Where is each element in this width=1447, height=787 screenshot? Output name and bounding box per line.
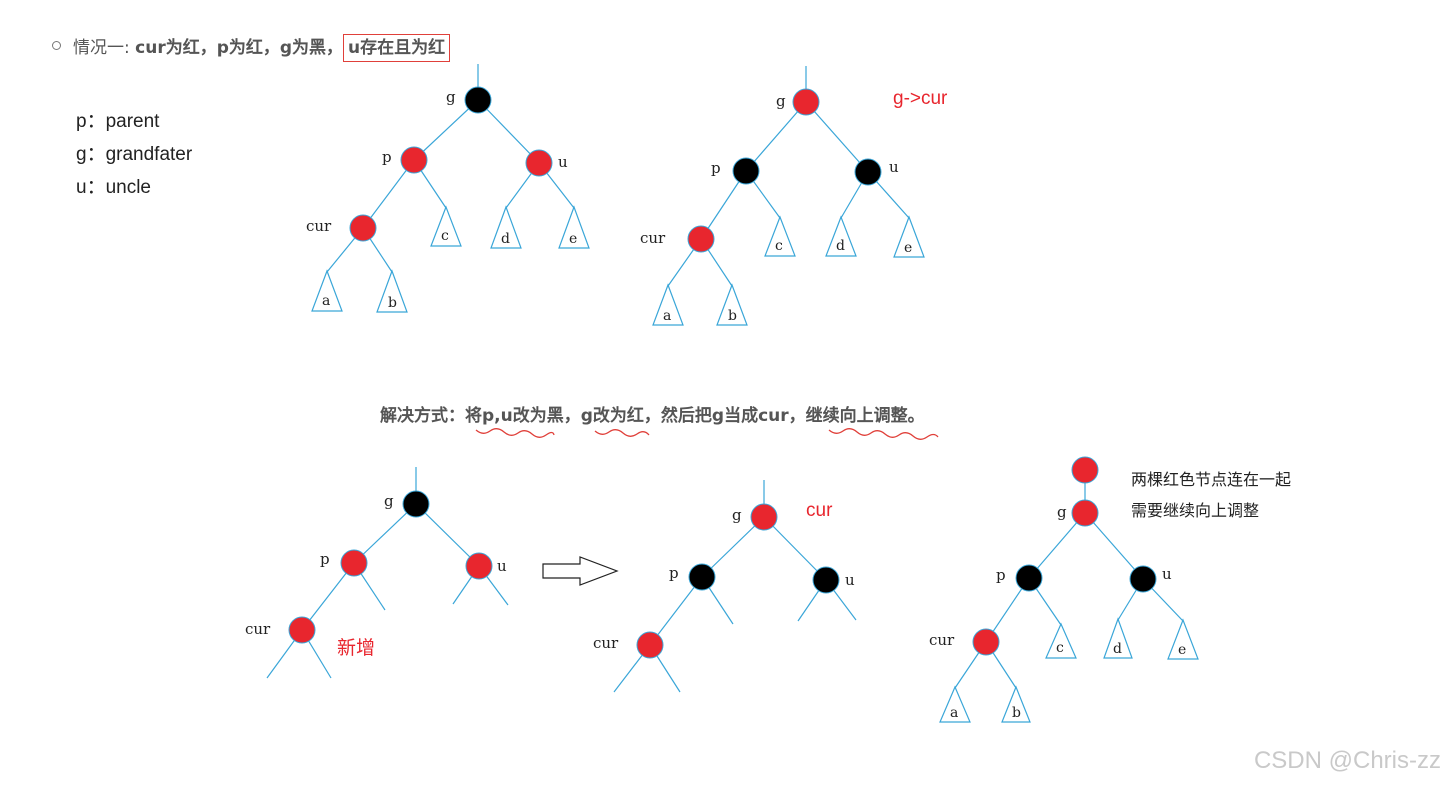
node-cur-red: [636, 631, 664, 659]
label-g: g: [776, 92, 786, 110]
node-u-black: [812, 566, 840, 594]
label-d: d: [836, 238, 845, 254]
watermark: CSDN @Chris-zz: [1253, 747, 1441, 774]
label-c: c: [775, 238, 783, 254]
heading-conditions: cur为红，p为红，g为黑，: [135, 38, 344, 58]
node-cur-red: [687, 225, 715, 253]
legend-grandfather: g：grandfater: [76, 144, 193, 165]
note-merge-line2: 需要继续向上调整: [1131, 501, 1260, 520]
legend-uncle: u：uncle: [76, 177, 151, 198]
label-cur: cur: [640, 229, 666, 247]
label-d: d: [1113, 641, 1122, 657]
label-d: d: [501, 231, 510, 247]
note-cur: cur: [806, 500, 833, 521]
label-g: g: [384, 492, 394, 510]
label-u: u: [558, 153, 568, 171]
label-b: b: [388, 295, 397, 311]
case-heading: 情况一: cur为红，p为红，g为黑，u存在且为红: [52, 33, 451, 62]
solution-underlines: [475, 428, 939, 440]
node-p-black: [1015, 564, 1043, 592]
node-u-red: [465, 552, 493, 580]
transform-arrow-icon: [542, 556, 619, 586]
tree-before: g p u cur c d e a b: [306, 64, 590, 313]
label-u: u: [889, 158, 899, 176]
label-e: e: [1178, 642, 1186, 658]
label-cur: cur: [306, 217, 332, 235]
note-merge-line1: 两棵红色节点连在一起: [1131, 470, 1292, 489]
node-g-black: [402, 490, 430, 518]
label-c: c: [1056, 640, 1064, 656]
label-u: u: [1162, 565, 1172, 583]
label-cur: cur: [929, 631, 955, 649]
node-p-red: [400, 146, 428, 174]
tree-bottom-continued: g p u cur c d e a b: [929, 456, 1199, 723]
label-b: b: [1012, 705, 1021, 721]
label-p: p: [669, 564, 679, 582]
node-u-black: [1129, 565, 1157, 593]
heading-boxed-condition: u存在且为红: [343, 34, 451, 62]
label-g: g: [732, 506, 742, 524]
node-u-black: [854, 158, 882, 186]
label-p: p: [711, 159, 721, 177]
label-u: u: [845, 571, 855, 589]
note-g-becomes-cur: g->cur: [893, 88, 948, 109]
node-g-red: [750, 503, 778, 531]
label-g: g: [446, 88, 456, 106]
node-p-red: [340, 549, 368, 577]
tree-bottom-before: g p u cur: [245, 467, 509, 679]
label-a: a: [322, 293, 330, 309]
solution-text: 解决方式：将p,u改为黑，g改为红，然后把g当成cur，继续向上调整。: [380, 406, 925, 426]
tree-after: g p u cur c d e a b: [640, 66, 925, 326]
label-p: p: [382, 148, 392, 166]
node-cur-new: [288, 616, 316, 644]
node-g-black: [464, 86, 492, 114]
label-e: e: [904, 240, 912, 256]
bullet-circle-icon: [52, 41, 61, 50]
note-new-node: 新增: [337, 638, 376, 659]
node-parent-red: [1071, 456, 1099, 484]
legend-parent: p：parent: [76, 111, 160, 132]
heading-prefix: 情况一:: [73, 38, 136, 58]
node-cur-red: [349, 214, 377, 242]
label-cur: cur: [245, 620, 271, 638]
label-cur: cur: [593, 634, 619, 652]
node-u-red: [525, 149, 553, 177]
label-p: p: [320, 550, 330, 568]
tree-bottom-after: g p u cur: [593, 480, 857, 693]
label-g: g: [1057, 503, 1067, 521]
label-u: u: [497, 557, 507, 575]
label-a: a: [663, 308, 671, 324]
label-b: b: [728, 308, 737, 324]
label-e: e: [569, 231, 577, 247]
node-g-red: [792, 88, 820, 116]
node-g-red: [1071, 499, 1099, 527]
label-p: p: [996, 566, 1006, 584]
node-p-black: [688, 563, 716, 591]
node-p-black: [732, 157, 760, 185]
label-c: c: [441, 228, 449, 244]
label-a: a: [950, 705, 958, 721]
node-cur-red: [972, 628, 1000, 656]
